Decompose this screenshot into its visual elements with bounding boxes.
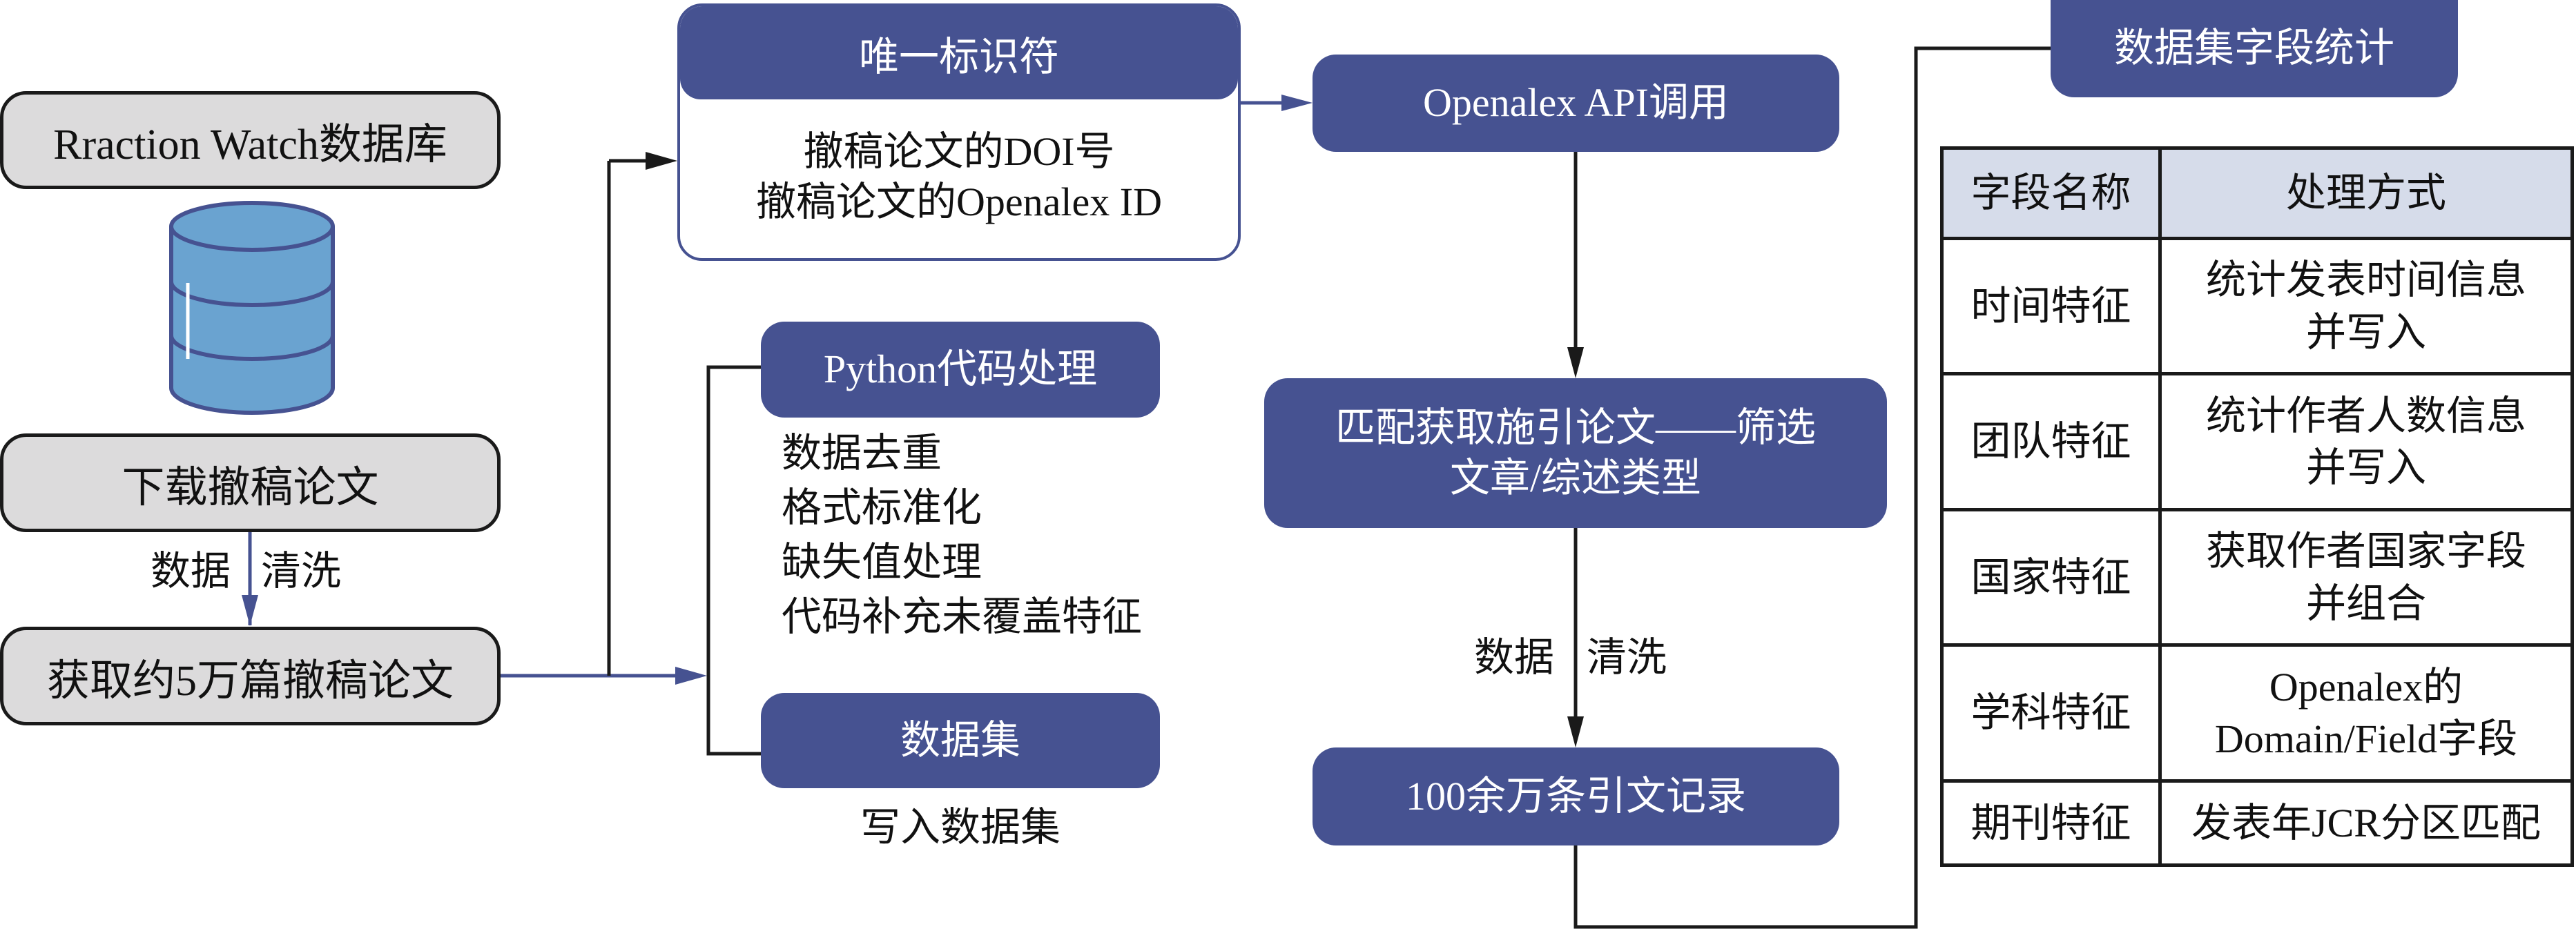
middle-cleaning-label-2: 清洗 xyxy=(1587,635,1667,680)
python-step: 代码补充未覆盖特征 xyxy=(782,594,1143,639)
left-cleaning-label-1: 数据 xyxy=(151,549,231,594)
unique-identifier-title: 唯一标识符 xyxy=(680,6,1238,99)
openalex-api-label: Openalex API调用 xyxy=(1423,80,1729,126)
identifier-doi: 撤稿论文的DOI号 xyxy=(803,129,1115,174)
arrowhead-to-identifier xyxy=(646,152,677,170)
citation-records-label: 100余万条引文记录 xyxy=(1405,773,1746,819)
source-database-label: Rraction Watch数据库 xyxy=(53,121,447,168)
match-label-line-2: 文章/综述类型 xyxy=(1449,455,1702,500)
arrowhead-match-to-records xyxy=(1567,716,1584,747)
dataset-field-stats-box: 数据集字段统计 xyxy=(2051,0,2458,97)
method-line: 统计作者人数信息 xyxy=(2205,393,2526,438)
match-citing-papers-box: 匹配获取施引论文——筛选 文章/综述类型 xyxy=(1264,378,1887,528)
method-line: Openalex的 xyxy=(2269,664,2463,710)
dataset-field-stats-title: 数据集字段统计 xyxy=(2113,26,2394,71)
method-line: 并写入 xyxy=(2305,309,2426,355)
method-cell: 统计作者人数信息并写入 xyxy=(2158,372,2574,511)
python-processing-box: Python代码处理 xyxy=(761,322,1160,418)
arrowhead-api-to-match xyxy=(1567,347,1584,378)
openalex-api-box: Openalex API调用 xyxy=(1313,55,1839,152)
retracted-papers-result-label: 获取约5万篇撤稿论文 xyxy=(46,657,454,705)
database-cylinder-icon xyxy=(169,201,335,415)
method-line: 发表年JCR分区匹配 xyxy=(2191,800,2541,845)
arrowhead-identifier-to-api xyxy=(1281,95,1313,111)
table-row: 团队特征 统计作者人数信息并写入 xyxy=(1940,372,2574,511)
method-line: 统计发表时间信息 xyxy=(2205,257,2526,303)
citation-records-box: 100余万条引文记录 xyxy=(1313,747,1839,845)
unique-identifier-box: 唯一标识符 撤稿论文的DOI号 撤稿论文的Openalex ID xyxy=(677,3,1241,261)
field-name-cell: 团队特征 xyxy=(1940,372,2162,511)
table-row: 学科特征 Openalex的 Domain/Field字段 xyxy=(1940,643,2574,783)
field-name-cell: 期刊特征 xyxy=(1940,779,2162,867)
download-papers-box: 下载撤稿论文 xyxy=(0,433,501,532)
field-stats-table: 字段名称 处理方式 时间特征 统计发表时间信息并写入 团队特征 统计作者人数信息… xyxy=(1940,146,2574,867)
method-cell: 获取作者国家字段并组合 xyxy=(2158,508,2574,647)
identifier-openalex-id: 撤稿论文的Openalex ID xyxy=(756,179,1162,224)
dataset-caption: 写入数据集 xyxy=(860,805,1061,850)
header-field-name: 字段名称 xyxy=(1940,146,2162,240)
retracted-papers-result-box: 获取约5万篇撤稿论文 xyxy=(0,627,501,725)
method-cell: 发表年JCR分区匹配 xyxy=(2158,779,2574,867)
method-line: Domain/Field字段 xyxy=(2214,716,2518,761)
left-cleaning-label-2: 清洗 xyxy=(261,549,342,594)
source-database-box: Rraction Watch数据库 xyxy=(0,91,501,189)
table-header-row: 字段名称 处理方式 xyxy=(1940,146,2574,240)
middle-cleaning-label-1: 数据 xyxy=(1474,635,1555,680)
python-step: 缺失值处理 xyxy=(782,539,982,585)
method-line: 并组合 xyxy=(2305,580,2426,626)
method-line: 并写入 xyxy=(2305,445,2426,490)
field-name-cell: 学科特征 xyxy=(1940,643,2162,783)
download-papers-label: 下载撤稿论文 xyxy=(122,464,379,511)
dataset-title: 数据集 xyxy=(900,717,1020,763)
bracket-python-dataset xyxy=(706,365,761,756)
header-processing-method: 处理方式 xyxy=(2158,146,2574,240)
python-step: 格式标准化 xyxy=(782,485,982,530)
unique-identifier-list: 撤稿论文的DOI号 撤稿论文的Openalex ID xyxy=(680,110,1238,244)
arrowhead-result-to-processing xyxy=(675,667,707,685)
python-steps-list: 数据去重 格式标准化 缺失值处理 代码补充未覆盖特征 xyxy=(782,427,1142,645)
table-row: 国家特征 获取作者国家字段并组合 xyxy=(1940,508,2574,647)
connector-records-to-stats xyxy=(1573,46,2051,929)
method-cell: 统计发表时间信息并写入 xyxy=(2158,237,2574,375)
python-step: 数据去重 xyxy=(782,431,942,476)
method-cell: Openalex的 Domain/Field字段 xyxy=(2158,643,2574,783)
table-row: 期刊特征 发表年JCR分区匹配 xyxy=(1940,779,2574,867)
match-label-line-1: 匹配获取施引论文——筛选 xyxy=(1335,405,1816,450)
method-line: 获取作者国家字段 xyxy=(2205,529,2526,574)
arrowhead-download-to-result xyxy=(242,595,258,626)
field-name-cell: 时间特征 xyxy=(1940,237,2162,375)
dataset-box: 数据集 xyxy=(761,693,1160,788)
field-name-cell: 国家特征 xyxy=(1940,508,2162,647)
table-row: 时间特征 统计发表时间信息并写入 xyxy=(1940,237,2574,375)
python-processing-title: Python代码处理 xyxy=(823,346,1098,392)
